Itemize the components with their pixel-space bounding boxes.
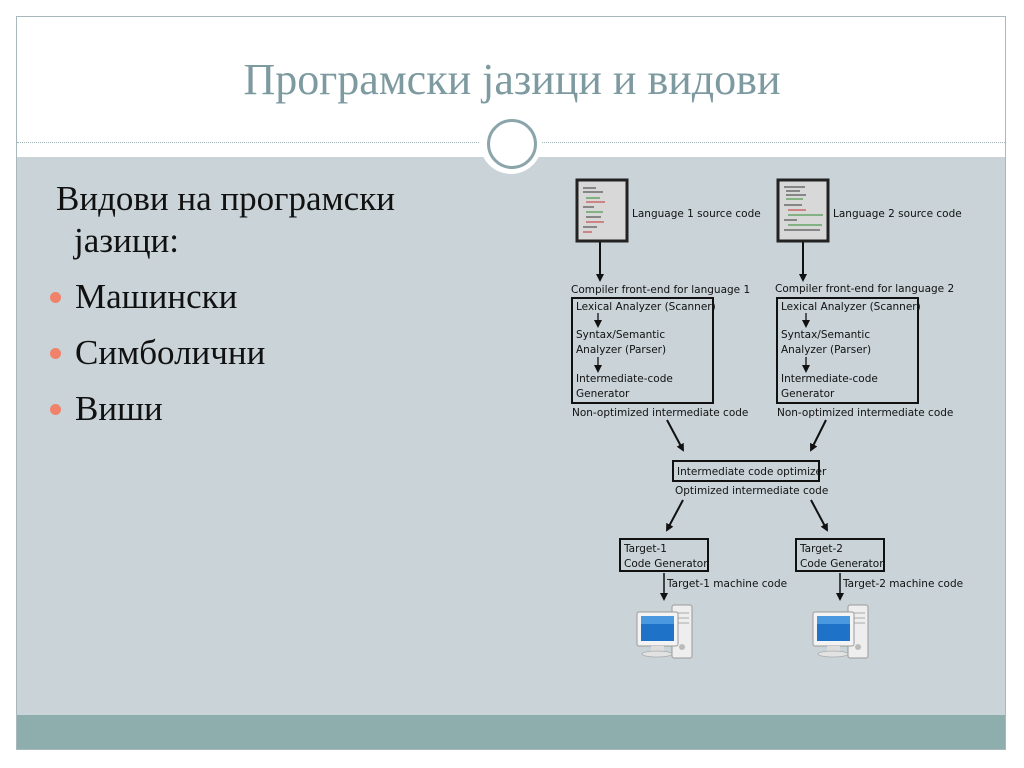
bullet-item-high-level: Виши <box>48 388 488 430</box>
slide-title: Програмски јазици и видови <box>243 55 781 104</box>
bullet-item-machine: Машински <box>48 276 488 318</box>
target-2-box <box>795 538 885 572</box>
machine-2-label: Target-2 machine code <box>842 578 963 590</box>
frontend-1-inter-line1: Intermediate-code <box>576 373 673 385</box>
bullet-label: Виши <box>75 389 163 428</box>
frontend-2-inter-line2: Generator <box>781 388 835 400</box>
frontend-2-box <box>776 297 919 404</box>
frontend-2-label: Compiler front-end for language 2 <box>775 283 954 295</box>
frontend-2-inter-line1: Intermediate-code <box>781 373 878 385</box>
target-1-line1: Target-1 <box>623 543 667 555</box>
bullet-item-symbolic: Симболични <box>48 332 488 374</box>
bullet-label: Машински <box>75 277 238 316</box>
computer-icon <box>812 604 869 659</box>
intro-text: Видови на програмски јазици: <box>48 178 488 262</box>
frontend-1-inter-line2: Generator <box>576 388 630 400</box>
code-document-icon <box>575 178 629 243</box>
arrow-nonopt1-optimizer <box>666 419 684 452</box>
footer-band <box>17 715 1005 749</box>
divider-ring-icon <box>487 119 537 169</box>
target-1-line2: Code Generator <box>624 558 708 570</box>
nonopt-2-label: Non-optimized intermediate code <box>777 407 953 419</box>
bullet-dot-icon <box>50 404 61 415</box>
bullet-list: Видови на програмски јазици: Машински Си… <box>48 178 488 444</box>
frontend-1-box <box>571 297 714 404</box>
frontend-1-label: Compiler front-end for language 1 <box>571 284 750 296</box>
nonopt-1-label: Non-optimized intermediate code <box>572 407 748 419</box>
compiler-diagram: Language 1 source code Language 2 source… <box>571 178 963 659</box>
intro-line-2: јазици: <box>74 221 179 260</box>
bullet-label: Симболични <box>75 333 266 372</box>
target-1-box <box>619 538 709 572</box>
frontend-1-lexical: Lexical Analyzer (Scanner) <box>576 301 716 313</box>
frontend-1-syntax-line1: Syntax/Semantic <box>576 329 665 341</box>
source-2-label: Language 2 source code <box>833 208 962 220</box>
intro-line-1: Видови на програмски <box>56 179 395 218</box>
frontend-2-syntax-line2: Analyzer (Parser) <box>781 344 871 356</box>
bullet-dot-icon <box>50 348 61 359</box>
machine-1-label: Target-1 machine code <box>666 578 787 590</box>
frontend-1-syntax-line2: Analyzer (Parser) <box>576 344 666 356</box>
source-1-label: Language 1 source code <box>632 208 761 220</box>
optimizer-label: Intermediate code optimizer <box>677 466 827 478</box>
frontend-2-syntax-line1: Syntax/Semantic <box>781 329 870 341</box>
arrow-nonopt2-optimizer <box>810 419 827 452</box>
optimizer-box <box>672 460 820 482</box>
arrow-optimizer-target2 <box>810 499 828 532</box>
bullet-dot-icon <box>50 292 61 303</box>
target-2-line2: Code Generator <box>800 558 884 570</box>
target-2-line1: Target-2 <box>799 543 843 555</box>
arrow-optimizer-target1 <box>666 499 684 532</box>
optimized-label: Optimized intermediate code <box>675 485 828 497</box>
frontend-2-lexical: Lexical Analyzer (Scanner) <box>781 301 921 313</box>
computer-icon <box>636 604 693 659</box>
code-document-icon <box>776 178 830 243</box>
